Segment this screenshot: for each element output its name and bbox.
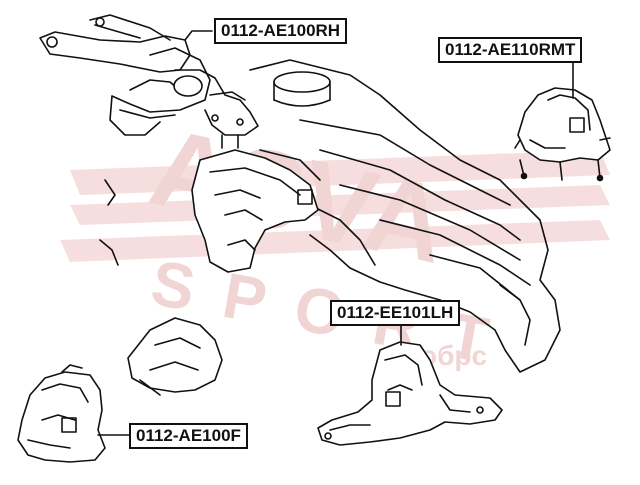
engine-block — [249, 59, 561, 373]
part-label-rh: 0112-AE100RH — [214, 18, 348, 44]
part-rmt-mount — [514, 87, 611, 182]
part-label-f: 0112-AE100F — [129, 423, 248, 449]
part-label-lh: 0112-EE101LH — [330, 300, 461, 326]
filler-cap — [273, 71, 331, 107]
part-label-rmt: 0112-AE110RMT — [438, 37, 583, 63]
watermark-stripe — [60, 220, 610, 262]
part-rh-mount — [39, 14, 259, 266]
part-rh-bracket — [191, 149, 319, 273]
part-f-mount — [17, 364, 106, 463]
part-middle-bracket — [127, 317, 223, 396]
leader-rh — [184, 30, 213, 41]
part-lh-mount — [317, 341, 503, 446]
